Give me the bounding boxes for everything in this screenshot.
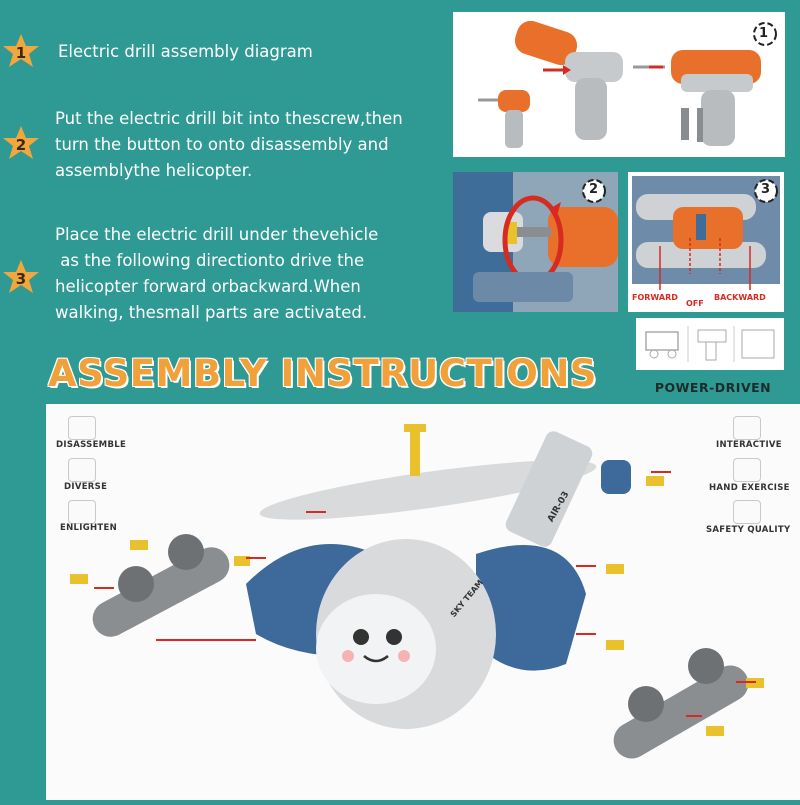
feature-hand-exercise: HAND EXERCISE (709, 483, 790, 493)
product-icons-strip (636, 318, 784, 370)
screw-illustration (453, 172, 618, 312)
panel-3-badge-ring (754, 179, 778, 203)
forward-label: FORWARD (632, 293, 678, 302)
step-3-number: 3 (15, 270, 27, 288)
panel-1-badge: 1 (759, 26, 769, 41)
hand-exercise-icon (733, 458, 761, 482)
panel-3-badge: 3 (761, 182, 771, 197)
helicopter-exploded-illustration (70, 424, 764, 759)
drill-assembly-panel: 1 (453, 12, 785, 157)
feature-diverse: DIVERSE (64, 482, 108, 492)
power-driven-label: POWER-DRIVEN (654, 380, 772, 395)
step-3-text: Place the electric drill under thevehicl… (55, 225, 379, 322)
feature-interactive: INTERACTIVE (716, 440, 782, 450)
step-1-text: Electric drill assembly diagram (58, 42, 313, 61)
screw-panel: 2 (453, 172, 618, 312)
exploded-diagram: DISASSEMBLE DIVERSE ENLIGHTEN INTERACTIV… (46, 404, 800, 800)
feature-enlighten: ENLIGHTEN (60, 523, 118, 533)
backward-label: BACKWARD (714, 293, 766, 302)
off-label: OFF (686, 299, 704, 308)
feature-disassemble: DISASSEMBLE (56, 440, 127, 450)
assembly-headline: ASSEMBLY INSTRUCTIONS (48, 352, 597, 395)
step-1-star (3, 34, 39, 67)
feature-safety-quality: SAFETY QUALITY (706, 525, 791, 535)
product-icons (645, 326, 775, 362)
interactive-icon (733, 416, 761, 440)
panel-2-badge: 2 (589, 182, 599, 197)
step-2-star (3, 126, 39, 159)
drill-assembly-illustration (478, 20, 777, 148)
safety-quality-icon (733, 500, 761, 524)
step-2-text: Put the electric drill bit into thescrew… (55, 109, 403, 180)
panel-2-badge-ring (582, 179, 606, 203)
step-3-star (3, 260, 39, 293)
switch-illustration (632, 176, 780, 290)
switch-panel: 3 FORWARD OFF BACKWARD (628, 172, 784, 312)
step-1-number: 1 (15, 44, 27, 62)
enlighten-icon (68, 500, 96, 524)
diverse-icon (68, 458, 96, 482)
step-2-number: 2 (15, 136, 27, 154)
disassemble-icon (68, 416, 96, 440)
